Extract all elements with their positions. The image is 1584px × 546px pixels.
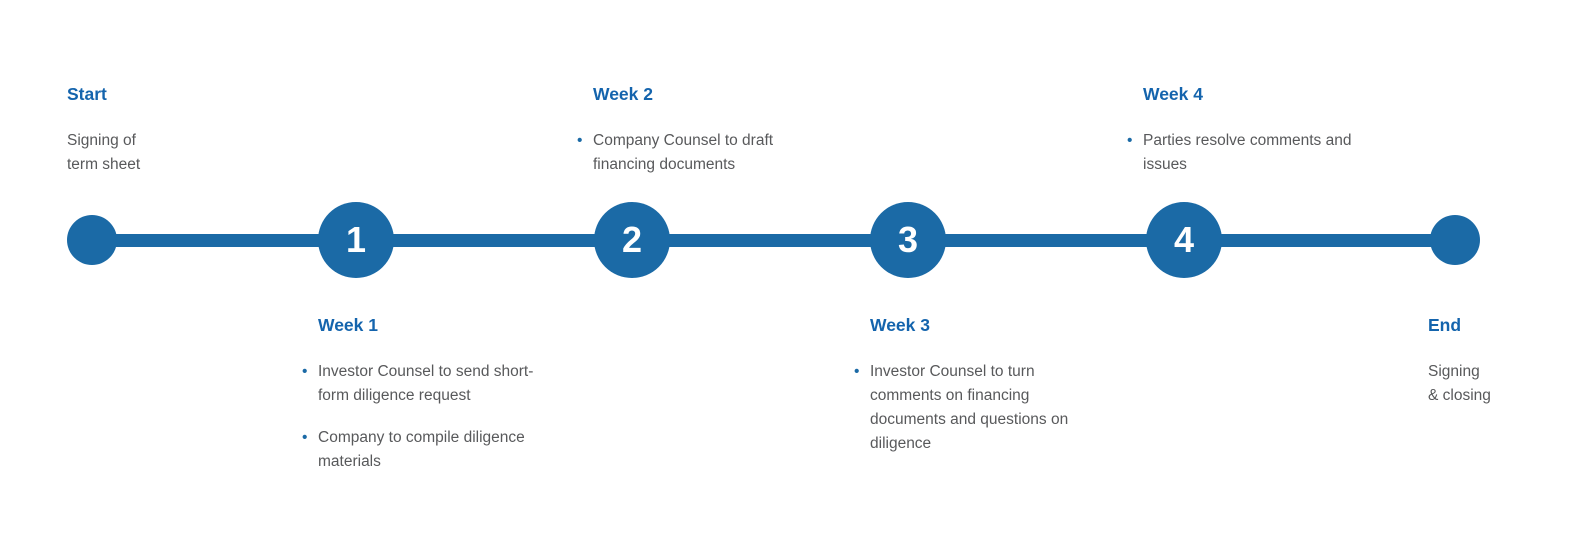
event-start-description: Signing of term sheet bbox=[67, 132, 141, 173]
event-end-title: End bbox=[1428, 315, 1462, 335]
timeline-start-dot bbox=[67, 215, 117, 265]
event-week1-title: Week 1 bbox=[318, 315, 378, 335]
timeline-node-2-number: 2 bbox=[621, 219, 643, 260]
timeline-node-1-number: 1 bbox=[345, 219, 367, 260]
event-start-title: Start bbox=[67, 84, 107, 104]
event-week1: Week 1 Investor Counsel to send short-fo… bbox=[302, 314, 560, 474]
event-week3-title: Week 3 bbox=[870, 315, 930, 335]
event-week2-item: Company Counsel to draft financing docum… bbox=[577, 129, 819, 177]
timeline-node-2: 2 bbox=[594, 202, 670, 278]
event-week1-item: Investor Counsel to send short-form dili… bbox=[302, 360, 560, 408]
event-week1-item: Company to compile diligence materials bbox=[302, 426, 560, 474]
event-start: Start Signing of term sheet bbox=[67, 83, 140, 177]
event-week3: Week 3 Investor Counsel to turn comments… bbox=[854, 314, 1108, 456]
event-week4-item: Parties resolve comments and issues bbox=[1127, 129, 1367, 177]
timeline-node-3-number: 3 bbox=[897, 219, 919, 260]
timeline-node-4-number: 4 bbox=[1173, 219, 1195, 260]
event-week4-list: Parties resolve comments and issues bbox=[1127, 129, 1367, 177]
timeline-node-3: 3 bbox=[870, 202, 946, 278]
event-week4: Week 4 Parties resolve comments and issu… bbox=[1127, 83, 1367, 177]
event-week2-list: Company Counsel to draft financing docum… bbox=[577, 129, 819, 177]
timeline-end-dot bbox=[1430, 215, 1480, 265]
event-week4-title: Week 4 bbox=[1143, 84, 1203, 104]
event-end: End Signing & closing bbox=[1428, 314, 1491, 408]
event-week2-title: Week 2 bbox=[593, 84, 653, 104]
event-week3-list: Investor Counsel to turn comments on fin… bbox=[854, 360, 1108, 456]
event-week2: Week 2 Company Counsel to draft financin… bbox=[577, 83, 819, 177]
timeline-node-4: 4 bbox=[1146, 202, 1222, 278]
timeline-node-1: 1 bbox=[318, 202, 394, 278]
event-week3-item: Investor Counsel to turn comments on fin… bbox=[854, 360, 1108, 456]
event-week1-list: Investor Counsel to send short-form dili… bbox=[302, 360, 560, 474]
timeline-line bbox=[92, 234, 1455, 247]
event-end-description: Signing & closing bbox=[1428, 363, 1491, 404]
